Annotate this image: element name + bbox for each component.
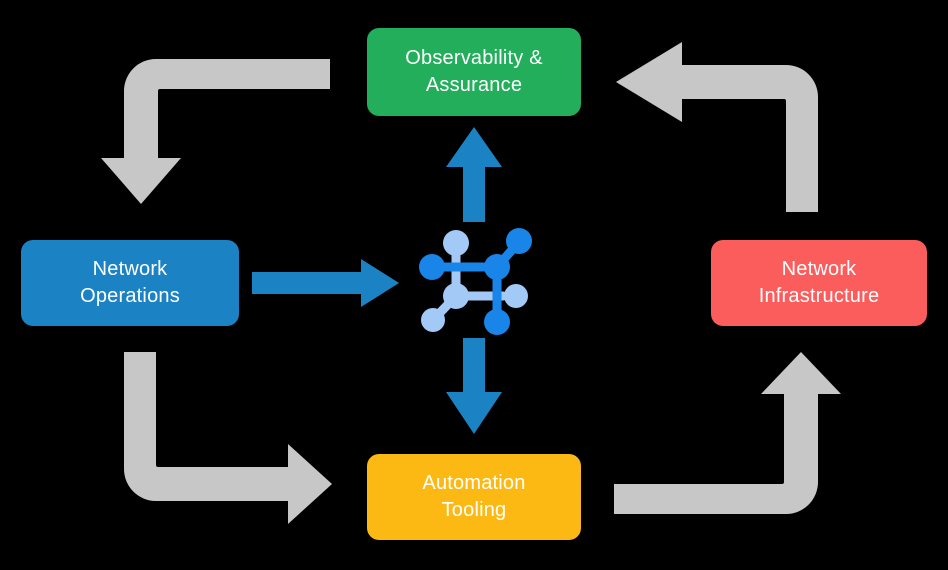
node-box-observability[interactable]: Observability & Assurance (367, 28, 581, 116)
arrow-center-to-automation-tooling (446, 338, 502, 434)
arrow-network-operations-to-center (252, 259, 399, 307)
node-box-automation-tooling[interactable]: Automation Tooling (367, 454, 581, 540)
node-box-network-infrastructure[interactable]: Network Infrastructure (711, 240, 927, 326)
arrow-center-to-observability (446, 127, 502, 222)
arrow-network-infrastructure-to-observability (616, 42, 818, 212)
arrow-network-operations-to-automation-tooling (124, 352, 332, 524)
arrow-observability-to-network-operations (101, 59, 330, 204)
arrow-automation-tooling-to-network-infrastructure (614, 352, 841, 514)
network-icon-light-nodes (421, 230, 528, 332)
node-box-network-operations[interactable]: Network Operations (21, 240, 239, 326)
network-icon-dark-nodes (419, 228, 532, 335)
